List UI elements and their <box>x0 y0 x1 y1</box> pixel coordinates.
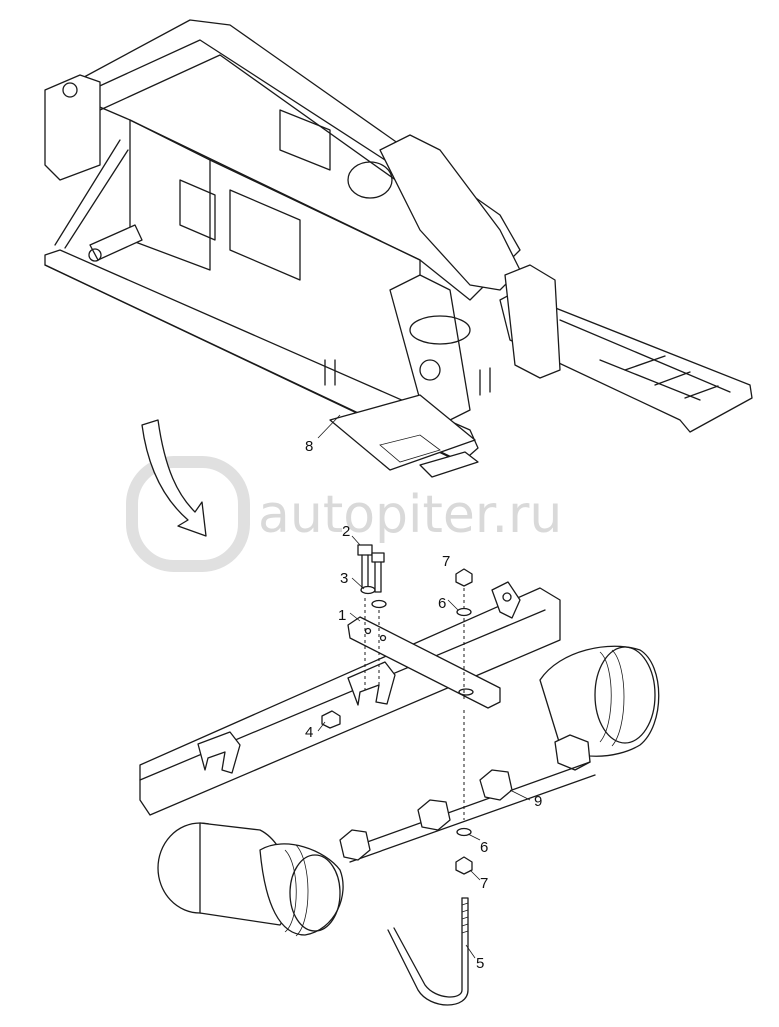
autopiter-logo-icon <box>126 456 250 572</box>
callout-2: 2 <box>342 523 350 540</box>
leader-lines <box>317 414 531 959</box>
callout-6-top: 6 <box>438 595 446 612</box>
watermark-text: autopiter.ru <box>258 485 562 545</box>
callout-7-top: 7 <box>442 553 450 570</box>
frame-assembly <box>44 19 753 478</box>
callout-4: 4 <box>305 724 313 741</box>
callout-6-bottom: 6 <box>480 839 488 856</box>
callout-3: 3 <box>340 570 348 587</box>
callout-1: 1 <box>338 607 346 624</box>
callout-7-bottom: 7 <box>480 875 488 892</box>
callout-9: 9 <box>534 793 542 810</box>
watermark: autopiter.ru <box>126 456 562 572</box>
detail-arrow <box>141 419 207 537</box>
callout-5: 5 <box>476 955 484 972</box>
detail-assembly <box>139 544 660 1006</box>
callout-8: 8 <box>305 438 313 455</box>
callout-labels: 8 2 3 1 4 7 6 9 6 7 5 <box>305 438 542 972</box>
